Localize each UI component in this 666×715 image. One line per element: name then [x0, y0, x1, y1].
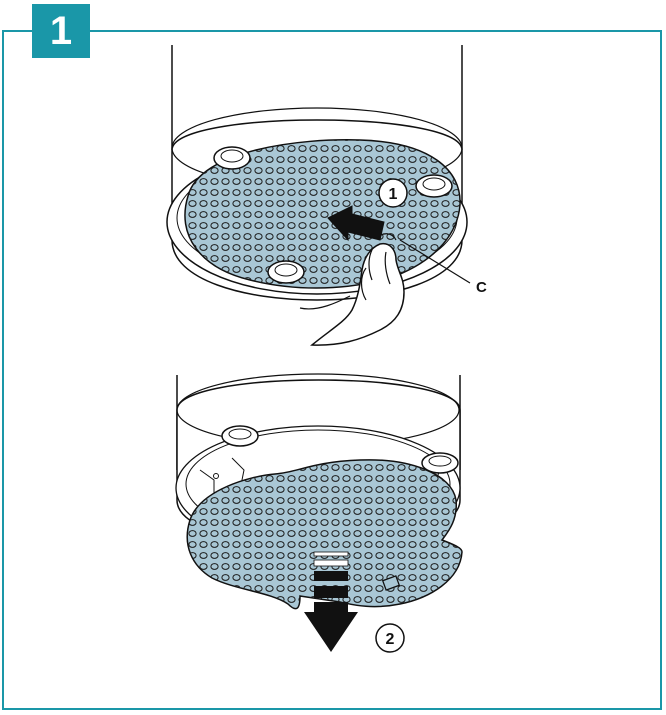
mounting-knob	[416, 175, 452, 197]
step-marker-2-text: 2	[386, 631, 395, 648]
mounting-knob	[214, 147, 250, 169]
mounting-knob	[222, 426, 258, 446]
step-marker-1-text: 1	[389, 186, 398, 203]
mounting-knob	[268, 261, 304, 283]
clip-label: C	[476, 279, 487, 296]
step-marker-2: 2	[376, 624, 404, 652]
step-marker-1: 1	[379, 179, 407, 207]
